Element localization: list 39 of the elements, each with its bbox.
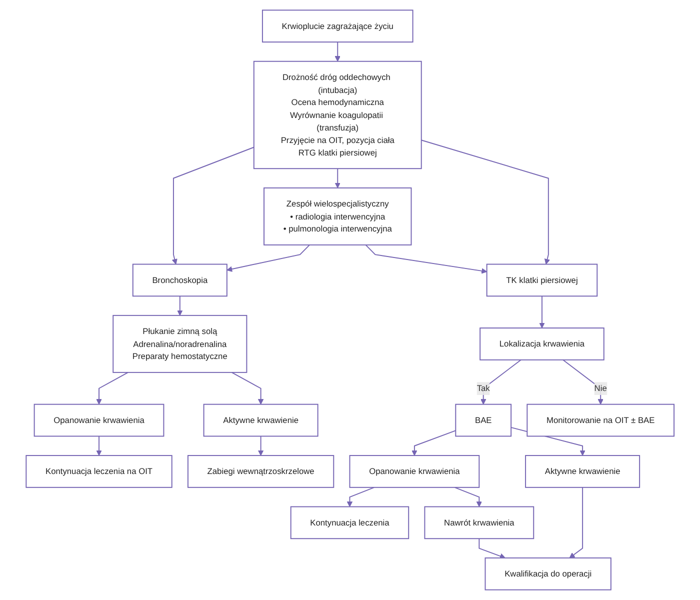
arrow — [334, 168, 340, 188]
node-box: Nawrót krwawienia — [424, 506, 534, 540]
node-box: Zespół wielospecjalistyczny • radiologia interwencyjna • pulmonologia interwencyjna — [263, 187, 412, 246]
node-box: Zabiegi wewnątrzoskrzelowe — [187, 455, 334, 488]
node-box: Monitorowanie na OIT ± BAE — [526, 404, 674, 437]
arrow — [96, 436, 102, 456]
node-box: Kwalifikacja do operacji — [484, 557, 612, 590]
node-box: Krwioplucie zagrażające życiu — [262, 10, 414, 43]
arrow — [334, 42, 340, 62]
arrow — [412, 430, 456, 456]
node-box: TK klatki piersiowej — [486, 264, 598, 297]
node-box: Opanowanie krwawienia — [34, 404, 164, 437]
node-box: Płukanie zimną solą Adrenalina/noradrenalina Preparaty hemostatyczne — [112, 314, 248, 373]
arrow — [172, 146, 254, 264]
arrow — [176, 296, 183, 316]
arrow — [454, 486, 482, 507]
node-box: Drożność dróg oddechowych (intubacja) Ocena hemodynamiczna Wyrównanie koagulopatii (transfuzja) Przyjęcie na OIT, pozycja ciała RTG klatki piersiowej — [253, 60, 422, 170]
arrow — [226, 244, 310, 272]
arrow — [569, 486, 583, 558]
arrow — [420, 140, 550, 264]
edge-label: Tak — [476, 383, 490, 394]
node-box: Kontynuacja leczenia na OIT — [26, 455, 172, 488]
arrow — [478, 538, 506, 559]
node-box: Aktywne krwawienie — [203, 404, 318, 437]
node-box: BAE — [455, 404, 512, 437]
node-box: Opanowanie krwawienia — [349, 455, 480, 488]
node-box: Aktywne krwawienie — [524, 455, 640, 488]
edge-label: Nie — [594, 383, 607, 394]
arrow — [365, 244, 487, 274]
node-box: Kontynuacja leczenia — [290, 506, 409, 540]
node-box: Bronchoskopia — [132, 264, 228, 297]
arrow — [258, 436, 264, 456]
arrow — [562, 359, 604, 405]
node-box: Lokalizacja krwawienia — [480, 328, 604, 360]
arrow — [480, 359, 522, 405]
arrow — [346, 486, 375, 507]
arrow — [231, 372, 264, 405]
arrow — [539, 296, 545, 328]
arrow — [96, 372, 128, 405]
